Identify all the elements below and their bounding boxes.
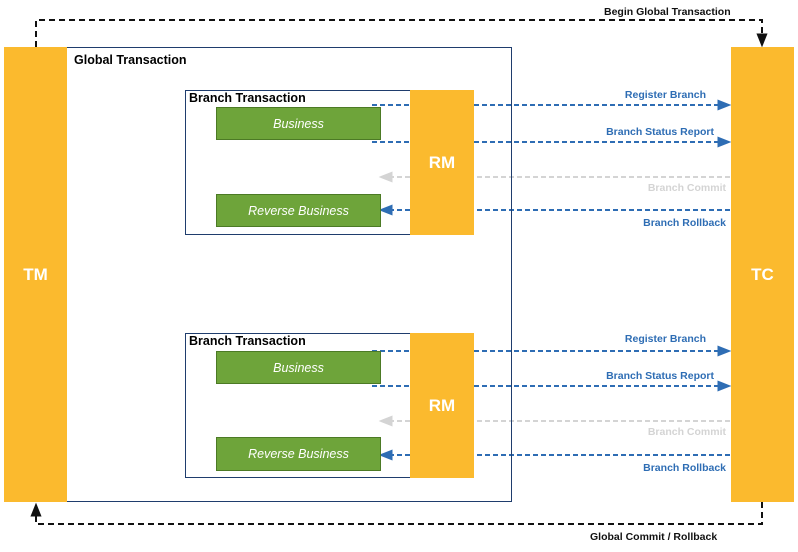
business-box: Business [216,107,381,140]
reverse-business-label: Reverse Business [248,203,349,218]
branch-status-report-label: Branch Status Report [606,370,714,382]
branch-status-report-label: Branch Status Report [606,126,714,138]
global-commit-rollback-label: Global Commit / Rollback [590,531,718,543]
business-label: Business [273,116,324,131]
rm-box: RM [410,333,474,478]
global-transaction-title: Global Transaction [74,53,187,67]
branch-commit-label: Branch Commit [647,182,726,194]
begin-global-transaction-label: Begin Global Transaction [604,6,731,18]
branch-commit-label: Branch Commit [647,426,726,438]
reverse-business-box: Reverse Business [216,194,381,227]
rm-label: RM [428,152,456,172]
begin-global-transaction-connector [35,19,768,48]
register-branch-label: Register Branch [624,89,706,101]
business-label: Business [273,360,324,375]
tc-label: TC [751,264,774,284]
tm-box: TM [4,47,67,502]
branch-rollback-label: Branch Rollback [643,217,726,229]
branch-transaction-title: Branch Transaction [189,91,306,105]
global-commit-rollback-connector [30,502,763,525]
branch-1-arrows [372,99,732,216]
tc-box: TC [731,47,794,502]
business-box: Business [216,351,381,384]
rm-box: RM [410,90,474,235]
rm-label: RM [428,395,456,415]
tm-label: TM [23,264,48,284]
branch-rollback-label: Branch Rollback [643,462,726,474]
branch-2-arrows [372,345,732,461]
branch-transaction-title: Branch Transaction [189,334,306,348]
register-branch-label: Register Branch [624,333,706,345]
reverse-business-box: Reverse Business [216,437,381,471]
reverse-business-label: Reverse Business [248,447,349,461]
